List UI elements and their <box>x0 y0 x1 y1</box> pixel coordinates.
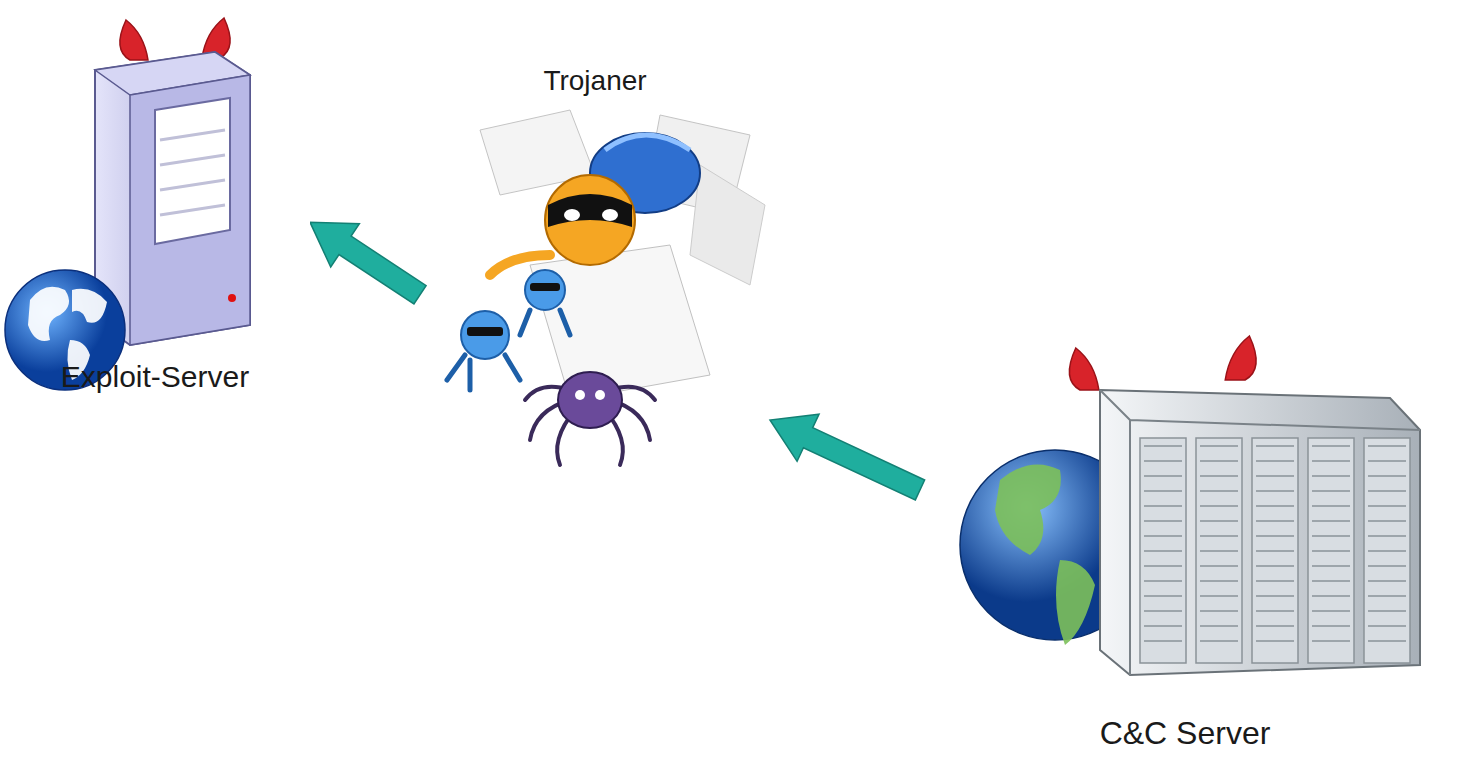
exploit-server-icon <box>0 0 310 420</box>
cc-server-icon <box>920 320 1464 778</box>
block-arrow <box>770 414 925 500</box>
trojan: Trojaner <box>420 55 770 475</box>
server-label: Exploit-Server <box>5 360 305 394</box>
exploit-server: Exploit-Server <box>0 0 310 420</box>
cc-server: C&C Server <box>920 320 1464 778</box>
trojan-icon <box>420 55 770 475</box>
trojan-label: Trojaner <box>510 65 680 97</box>
server-label: C&C Server <box>1070 715 1300 752</box>
block-arrow <box>310 222 426 304</box>
